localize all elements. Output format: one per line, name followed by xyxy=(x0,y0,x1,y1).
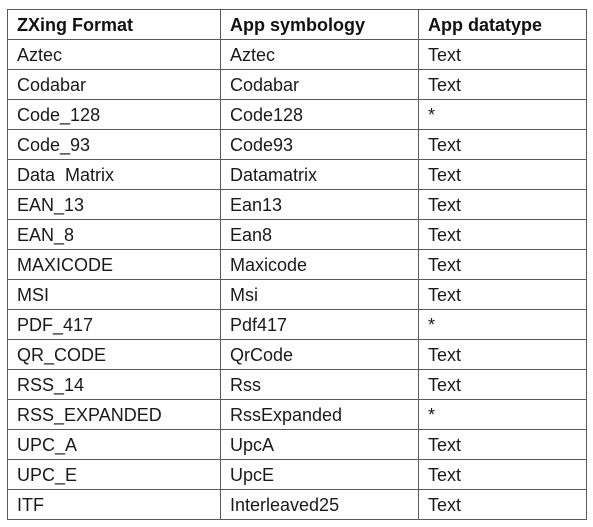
app-datatype-cell: Text xyxy=(418,489,587,520)
app-datatype-cell: * xyxy=(418,309,587,340)
zxing-format-cell: Codabar xyxy=(7,69,221,100)
app-symbology-cell: Ean13 xyxy=(220,189,419,220)
format-mapping-table: ZXing Format App symbology App datatype … xyxy=(7,9,587,520)
app-symbology-cell: Codabar xyxy=(220,69,419,100)
app-symbology-cell: Pdf417 xyxy=(220,309,419,340)
table-header-row: ZXing Format App symbology App datatype xyxy=(7,9,587,40)
app-symbology-cell: Datamatrix xyxy=(220,159,419,190)
zxing-format-cell: Code_128 xyxy=(7,99,221,130)
app-datatype-cell: Text xyxy=(418,279,587,310)
zxing-format-cell: Data Matrix xyxy=(7,159,221,190)
zxing-format-cell: QR_CODE xyxy=(7,339,221,370)
header-app-symbology: App symbology xyxy=(220,9,419,40)
app-symbology-cell: Interleaved25 xyxy=(220,489,419,520)
header-zxing-format: ZXing Format xyxy=(7,9,221,40)
app-symbology-cell: QrCode xyxy=(220,339,419,370)
app-datatype-cell: Text xyxy=(418,369,587,400)
app-datatype-cell: Text xyxy=(418,219,587,250)
header-app-datatype: App datatype xyxy=(418,9,587,40)
app-symbology-cell: Code93 xyxy=(220,129,419,160)
zxing-format-cell: UPC_E xyxy=(7,459,221,490)
app-symbology-cell: Aztec xyxy=(220,39,419,70)
format-mapping-table-container: ZXing Format App symbology App datatype … xyxy=(7,9,587,520)
zxing-format-cell: PDF_417 xyxy=(7,309,221,340)
app-datatype-cell: Text xyxy=(418,159,587,190)
app-symbology-cell: RssExpanded xyxy=(220,399,419,430)
app-datatype-cell: Text xyxy=(418,339,587,370)
app-symbology-cell: Rss xyxy=(220,369,419,400)
zxing-format-cell: RSS_14 xyxy=(7,369,221,400)
app-datatype-cell: Text xyxy=(418,429,587,460)
zxing-format-cell: UPC_A xyxy=(7,429,221,460)
zxing-format-cell: MSI xyxy=(7,279,221,310)
zxing-format-cell: Code_93 xyxy=(7,129,221,160)
app-symbology-cell: UpcA xyxy=(220,429,419,460)
app-datatype-cell: Text xyxy=(418,189,587,220)
zxing-format-cell: MAXICODE xyxy=(7,249,221,280)
zxing-format-cell: EAN_13 xyxy=(7,189,221,220)
zxing-format-cell: EAN_8 xyxy=(7,219,221,250)
app-symbology-cell: Msi xyxy=(220,279,419,310)
app-symbology-cell: Code128 xyxy=(220,99,419,130)
app-datatype-cell: Text xyxy=(418,249,587,280)
app-datatype-cell: * xyxy=(418,399,587,430)
app-datatype-cell: Text xyxy=(418,69,587,100)
app-symbology-cell: UpcE xyxy=(220,459,419,490)
app-datatype-cell: Text xyxy=(418,129,587,160)
zxing-format-cell: ITF xyxy=(7,489,221,520)
app-datatype-cell: * xyxy=(418,99,587,130)
zxing-format-cell: Aztec xyxy=(7,39,221,70)
app-symbology-cell: Ean8 xyxy=(220,219,419,250)
app-symbology-cell: Maxicode xyxy=(220,249,419,280)
zxing-format-cell: RSS_EXPANDED xyxy=(7,399,221,430)
app-datatype-cell: Text xyxy=(418,459,587,490)
app-datatype-cell: Text xyxy=(418,39,587,70)
